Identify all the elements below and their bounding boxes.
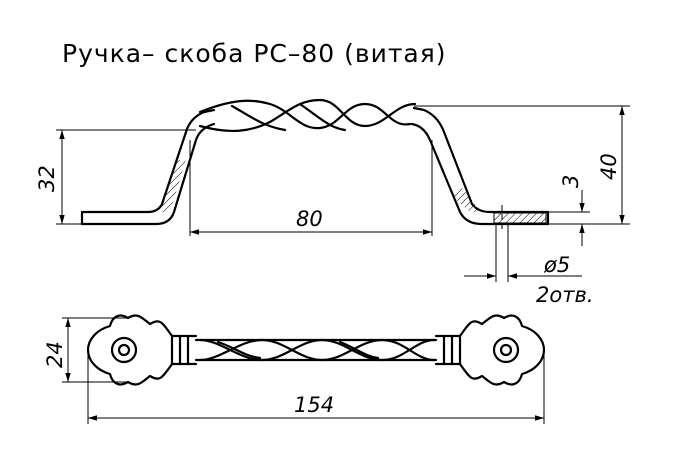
dimension-154-label: 154 xyxy=(294,393,334,417)
left-hole-outer xyxy=(110,336,138,364)
right-foot-section-hatch xyxy=(493,212,547,224)
left-ornate-end xyxy=(86,314,198,386)
dimension-24-label: 24 xyxy=(43,341,67,368)
dimension-3: 3 xyxy=(548,175,590,246)
dimension-154: 154 xyxy=(87,352,545,424)
right-neck xyxy=(442,334,462,366)
dimension-40-label: 40 xyxy=(597,153,621,180)
dimension-80: 80 xyxy=(189,140,433,236)
dimension-80-label: 80 xyxy=(296,207,323,231)
right-hole-inner xyxy=(499,343,513,357)
dimension-24: 24 xyxy=(43,317,128,383)
dimension-3-label: 3 xyxy=(559,175,583,188)
top-view xyxy=(86,314,546,386)
left-bend-hatch xyxy=(158,160,186,212)
right-ornate-end xyxy=(434,314,546,386)
dimension-32: 32 xyxy=(35,129,196,225)
right-foot-plate xyxy=(410,106,550,226)
hole-count-label: 2отв. xyxy=(536,283,594,307)
dimension-hole-label: ø5 xyxy=(543,253,570,277)
drawing-title: Ручка– скоба РС–80 (витая) xyxy=(62,39,447,68)
left-foot-plate xyxy=(80,108,216,226)
right-bend-hatch xyxy=(452,188,482,212)
dimension-32-label: 32 xyxy=(35,165,59,192)
left-hole-inner xyxy=(117,343,131,357)
left-neck xyxy=(170,334,190,366)
right-hole-outer xyxy=(492,336,520,364)
dimension-40: 40 xyxy=(414,105,630,225)
side-view xyxy=(80,98,550,282)
twisted-rod-side xyxy=(198,98,417,133)
twisted-rod-top xyxy=(194,338,438,362)
dimension-hole: ø5 2отв. xyxy=(464,253,594,307)
